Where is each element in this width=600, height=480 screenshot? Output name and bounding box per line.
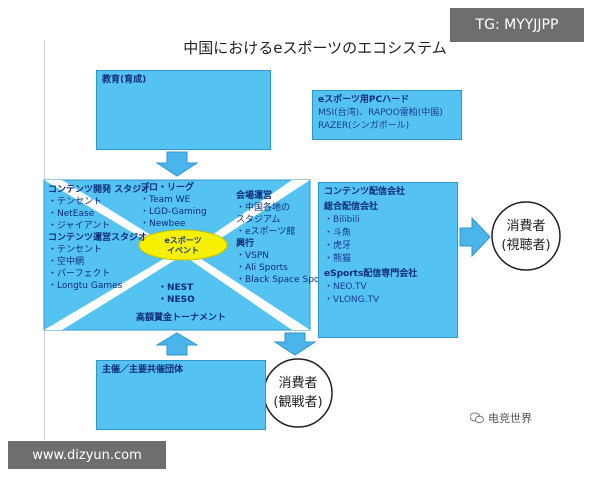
left-sector: コンテンツ開発 スタジオ ・テンセント ・NetEase ・ジャイアント コンテ…: [48, 184, 150, 292]
dev-studio-item: ・テンセント: [48, 197, 103, 207]
right-sector: 会場運営 ・中国各地の スタジアム ・eスポーツ館 興行 ・VSPN ・Ali …: [236, 190, 331, 286]
event-label-line1: eスポーツ: [164, 236, 202, 245]
wechat-watermark-text: 电竞世界: [488, 412, 532, 425]
venue-item: ・eスポーツ館: [236, 227, 296, 237]
pro-league-item: ・LGD-Gaming: [140, 207, 207, 217]
wechat-icon: [470, 412, 484, 424]
esports-distributor-item: ・VLONG.TV: [324, 295, 380, 305]
hardware-box: eスポーツ用PCハード MSI(台湾)、RAPOO雷柏(中国) RAZER(シン…: [312, 90, 462, 140]
education-box: 教育(育成): [96, 70, 271, 150]
consumer-viewer-label: 消費者 (視聴者): [492, 217, 560, 255]
tournament-item: ・NEST: [158, 283, 194, 293]
consumer-spectator-line1: 消費者: [278, 376, 318, 391]
consumer-spectator-label: 消費者 (観戦者): [264, 374, 332, 412]
ops-studio-item: ・空中網: [48, 257, 85, 267]
general-distributor-item: ・Bilibili: [324, 215, 360, 225]
hardware-line: RAZER(シンガポール): [318, 121, 410, 131]
ops-studio-item: ・パーフェクト: [48, 269, 111, 279]
arrow-down-education: [155, 151, 199, 177]
esports-distributor-item: ・NEO.TV: [324, 282, 367, 292]
footer-url-banner[interactable]: www.dizyun.com: [8, 441, 166, 469]
x-divider-bottom-right: [183, 251, 310, 330]
ops-studio-item: ・Longtu Games: [48, 281, 123, 291]
tournament-heading: 高額賞金トーナメント: [136, 313, 227, 323]
general-distributor-item: ・熊猫: [324, 254, 352, 264]
organizers-box: 主催／主要共催団体: [96, 360, 266, 430]
education-heading: 教育(育成): [102, 75, 147, 85]
hardware-heading: eスポーツ用PCハード: [318, 95, 410, 105]
distribution-box: コンテンツ配信会社 総合配信会社 ・Bilibili ・斗魚 ・虎牙 ・熊猫 e…: [318, 182, 458, 338]
general-distributor-heading: 総合配信会社: [324, 202, 379, 212]
event-label-line2: イベント: [167, 246, 199, 255]
arrow-up-organizers: [155, 332, 199, 356]
arrow-right-viewers: [459, 216, 491, 258]
general-distributor-item: ・虎牙: [324, 241, 352, 251]
tournament-heading-wrap: 高額賞金トーナメント: [136, 312, 226, 324]
tg-watermark-badge: TG: MYYJJPP: [450, 8, 584, 42]
consumer-viewer-circle: [491, 201, 561, 271]
distribution-heading: コンテンツ配信会社: [324, 187, 406, 197]
consumer-viewer-line2: (視聴者): [501, 238, 551, 253]
consumer-spectator-line2: (観戦者): [273, 395, 323, 410]
dev-studio-item: ・ジャイアント: [48, 221, 111, 231]
venue-item: ・中国各地の: [236, 203, 291, 213]
exec-heading: 興行: [236, 239, 255, 249]
event-oval: [138, 229, 228, 261]
diagram-title: 中国におけるeスポーツのエコシステム: [183, 39, 447, 57]
tournament-item: ・NESO: [158, 295, 195, 305]
dev-studio-heading: コンテンツ開発 スタジオ: [48, 185, 151, 195]
exec-item: ・Black Space Sports: [236, 275, 332, 285]
ops-studio-heading: コンテンツ運営スタジオ: [48, 233, 148, 243]
pro-league-item: ・Newbee: [140, 219, 186, 229]
pro-league-heading: プロ・リーグ: [140, 183, 195, 193]
consumer-viewer-line1: 消費者: [506, 219, 546, 234]
venue-heading: 会場運営: [236, 191, 273, 201]
arrow-down-spectators: [273, 332, 317, 356]
wechat-watermark: 电竞世界: [470, 410, 532, 426]
bottom-sector: ・NEST ・NESO: [158, 282, 195, 306]
top-sector: プロ・リーグ ・Team WE ・LGD-Gaming ・Newbee: [140, 182, 207, 230]
hardware-line: MSI(台湾)、RAPOO雷柏(中国): [318, 108, 443, 118]
pro-league-item: ・Team WE: [140, 195, 191, 205]
exec-item: ・Ali Sports: [236, 263, 288, 273]
x-divider-bottom-left: [44, 251, 183, 330]
event-label: eスポーツ イベント: [138, 236, 228, 256]
dev-studio-item: ・NetEase: [48, 209, 95, 219]
esports-distributor-heading: eSports配信専門会社: [324, 269, 418, 279]
exec-item: ・VSPN: [236, 251, 270, 261]
ops-studio-item: ・テンセント: [48, 245, 103, 255]
organizers-heading: 主催／主要共催団体: [102, 365, 184, 375]
general-distributor-item: ・斗魚: [324, 228, 352, 238]
venue-item: スタジアム: [236, 215, 281, 225]
